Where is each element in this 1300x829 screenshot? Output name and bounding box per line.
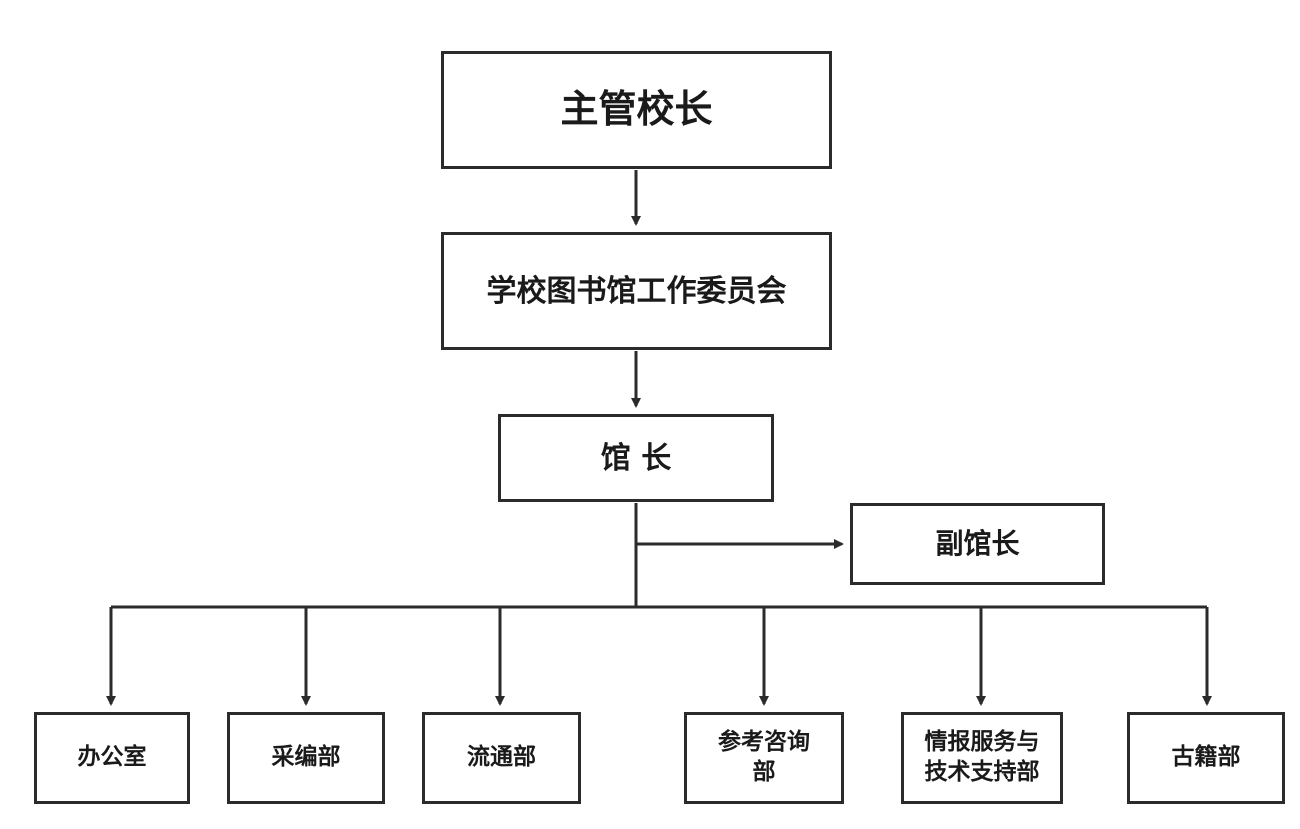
node-director: 馆长 <box>498 414 774 502</box>
node-dept-office: 办公室 <box>34 712 190 804</box>
node-dept-circulation-label: 流通部 <box>467 744 536 771</box>
node-dept-office-label: 办公室 <box>77 744 147 771</box>
node-dept-reference-line-2: 部 <box>752 759 776 785</box>
node-dept-ancient-books: 古籍部 <box>1127 712 1285 804</box>
node-dept-reference-line-1: 参考咨询 <box>718 729 810 756</box>
node-dept-acquisition-cataloging-label: 采编部 <box>271 744 341 771</box>
node-library-committee: 学校图书馆工作委员会 <box>441 232 832 350</box>
node-dept-reference-text: 参考咨询 部 <box>718 728 810 788</box>
node-dept-info-tech-line-1: 情报服务与 <box>924 729 1040 756</box>
node-director-label: 馆长 <box>600 440 682 476</box>
node-deputy-director-label: 副馆长 <box>935 526 1020 560</box>
node-dept-acquisition-cataloging: 采编部 <box>227 712 385 804</box>
node-library-committee-label: 学校图书馆工作委员会 <box>486 273 787 309</box>
node-dept-info-tech-text: 情报服务与 技术支持部 <box>925 728 1040 788</box>
node-dept-info-tech-line-2: 技术支持部 <box>924 759 1040 785</box>
node-dept-ancient-books-label: 古籍部 <box>1171 744 1241 771</box>
node-deputy-director: 副馆长 <box>850 503 1105 585</box>
node-dept-reference: 参考咨询 部 <box>684 712 844 804</box>
node-dept-circulation: 流通部 <box>422 712 581 804</box>
node-dept-info-tech: 情报服务与 技术支持部 <box>901 712 1063 804</box>
node-principal: 主管校长 <box>441 51 832 169</box>
node-principal-label: 主管校长 <box>560 87 713 132</box>
